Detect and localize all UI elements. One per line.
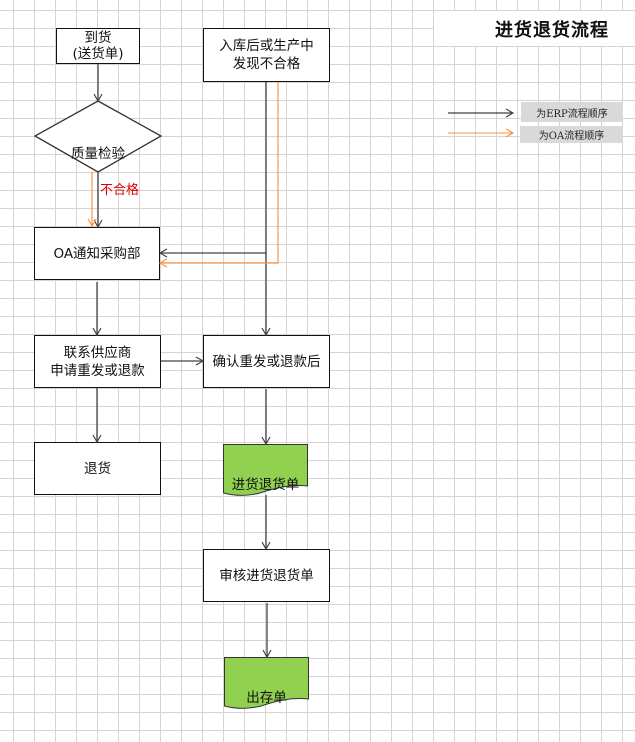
node-return-slip-shape xyxy=(223,444,308,496)
edge-label-unqualified: 不合格 xyxy=(100,179,139,198)
node-arrival-text: 到货 (送货单) xyxy=(72,30,124,62)
node-quality-check: 质量检验 xyxy=(55,127,141,163)
node-confirm: 确认重发或退款后 xyxy=(203,335,330,388)
node-contact-supplier: 联系供应商 申请重发或退款 xyxy=(34,335,161,388)
node-notify-purchasing-text: OA通知采购部 xyxy=(53,245,141,262)
node-return-slip-text: 进货退货单 xyxy=(231,477,300,493)
node-contact-supplier-text: 联系供应商 申请重发或退款 xyxy=(50,344,145,379)
title-cell: 进货退货流程 xyxy=(434,11,635,46)
node-return-goods: 退货 xyxy=(34,442,161,495)
node-quality-check-text: 质量检验 xyxy=(71,146,125,162)
legend-erp-label: 为ERP流程顺序 xyxy=(536,108,608,120)
node-confirm-text: 确认重发或退款后 xyxy=(212,353,321,370)
node-found-defect: 入库后或生产中 发现不合格 xyxy=(203,28,330,82)
node-arrival: 到货 (送货单) xyxy=(56,28,140,64)
node-return-slip: 进货退货单 xyxy=(223,458,308,494)
node-stock-out-slip-text: 出存单 xyxy=(246,690,287,706)
node-notify-purchasing: OA通知采购部 xyxy=(34,227,160,280)
node-found-defect-text: 入库后或生产中 发现不合格 xyxy=(219,38,314,72)
legend-erp: 为ERP流程顺序 xyxy=(521,102,623,122)
oa-edge-defect-to-notify xyxy=(158,82,279,268)
node-stock-out-slip-shape xyxy=(224,657,309,709)
legend-oa-label: 为OA流程顺序 xyxy=(538,131,605,142)
node-return-goods-text: 退货 xyxy=(84,460,111,477)
node-stock-out-slip: 出存单 xyxy=(224,671,309,707)
edge-label-unqualified-text: 不合格 xyxy=(100,183,140,198)
node-review-slip-text: 审核进货退货单 xyxy=(219,567,314,584)
legend-oa: 为OA流程顺序 xyxy=(520,126,623,143)
diagram-title: 进货退货流程 xyxy=(495,19,609,41)
node-review-slip: 审核进货退货单 xyxy=(203,549,330,602)
